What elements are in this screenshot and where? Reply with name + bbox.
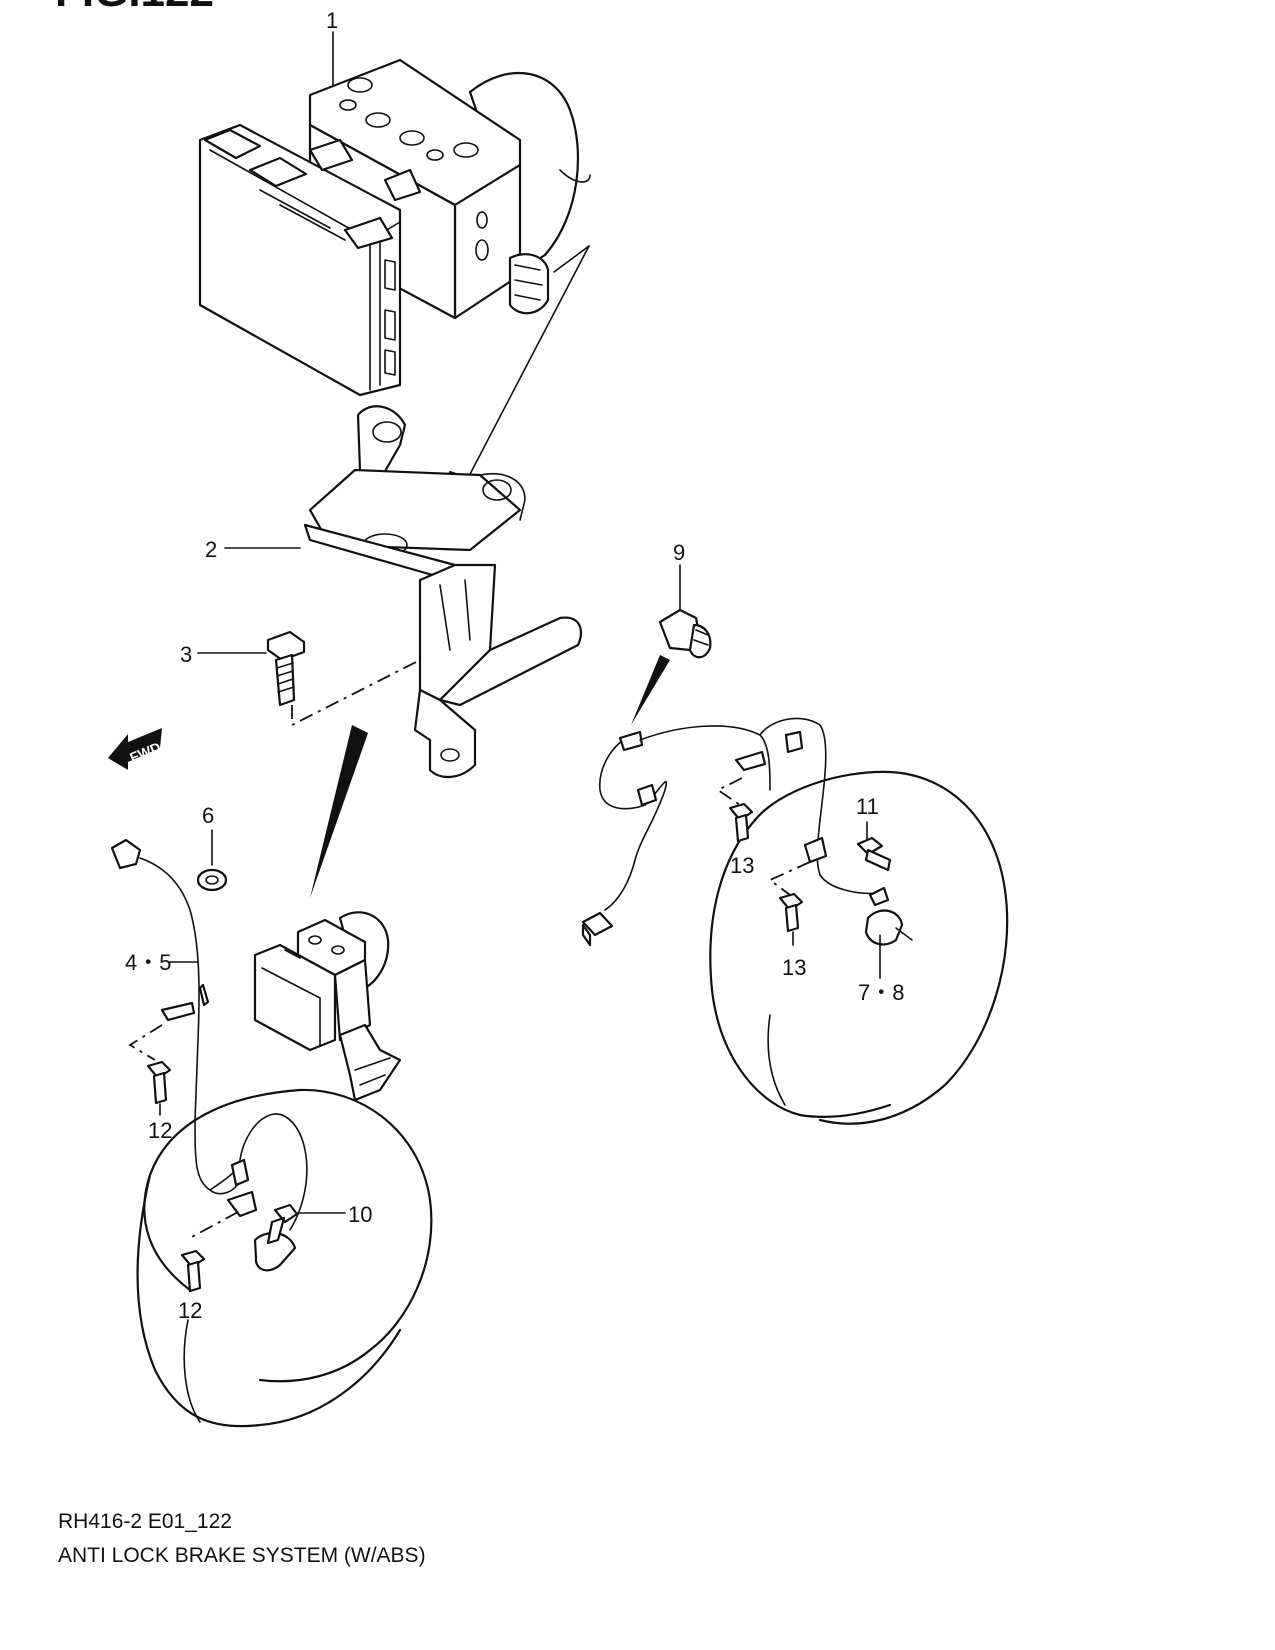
front-wheel-sensor-harness — [110, 838, 308, 1272]
callout-3: 3 — [180, 642, 192, 667]
bolt-13-lower — [778, 892, 804, 933]
bolt-12-lower — [180, 1249, 206, 1293]
callout-4-5: 4・5 — [125, 950, 171, 975]
callout-2: 2 — [205, 537, 217, 562]
callout-11: 11 — [856, 794, 879, 819]
front-brake-drum — [136, 1088, 433, 1428]
callout-13-lower: 13 — [782, 955, 806, 980]
clip-9 — [658, 608, 712, 659]
abs-hydraulic-unit — [198, 58, 591, 397]
footer-figure-description: ANTI LOCK BRAKE SYSTEM (W/ABS) — [58, 1544, 426, 1567]
figure-title: FIG.122 — [55, 0, 214, 16]
callout-9: 9 — [673, 540, 685, 565]
bolt-12-upper — [146, 1060, 172, 1105]
callout-10: 10 — [348, 1202, 372, 1227]
callout-7-8: 7・8 — [858, 980, 904, 1005]
washer-6 — [196, 868, 228, 892]
abs-bracket — [303, 405, 583, 778]
rear-brake-drum — [709, 770, 1009, 1125]
callout-13-upper: 13 — [730, 853, 754, 878]
callout-12-lower: 12 — [178, 1298, 202, 1323]
abs-unit-assembly-mini — [253, 911, 402, 1102]
bolt-13-upper — [728, 802, 754, 843]
callout-1: 1 — [326, 8, 338, 33]
rear-wheel-sensor-harness — [581, 717, 913, 947]
fwd-arrow-icon: FWD — [108, 728, 163, 770]
callout-6: 6 — [202, 803, 214, 828]
footer-figure-code: RH416-2 E01_122 — [58, 1510, 232, 1533]
bolt-3 — [266, 630, 306, 707]
bolt-10 — [266, 1203, 299, 1245]
callout-12-upper: 12 — [148, 1118, 172, 1143]
bolt-11 — [856, 836, 892, 872]
